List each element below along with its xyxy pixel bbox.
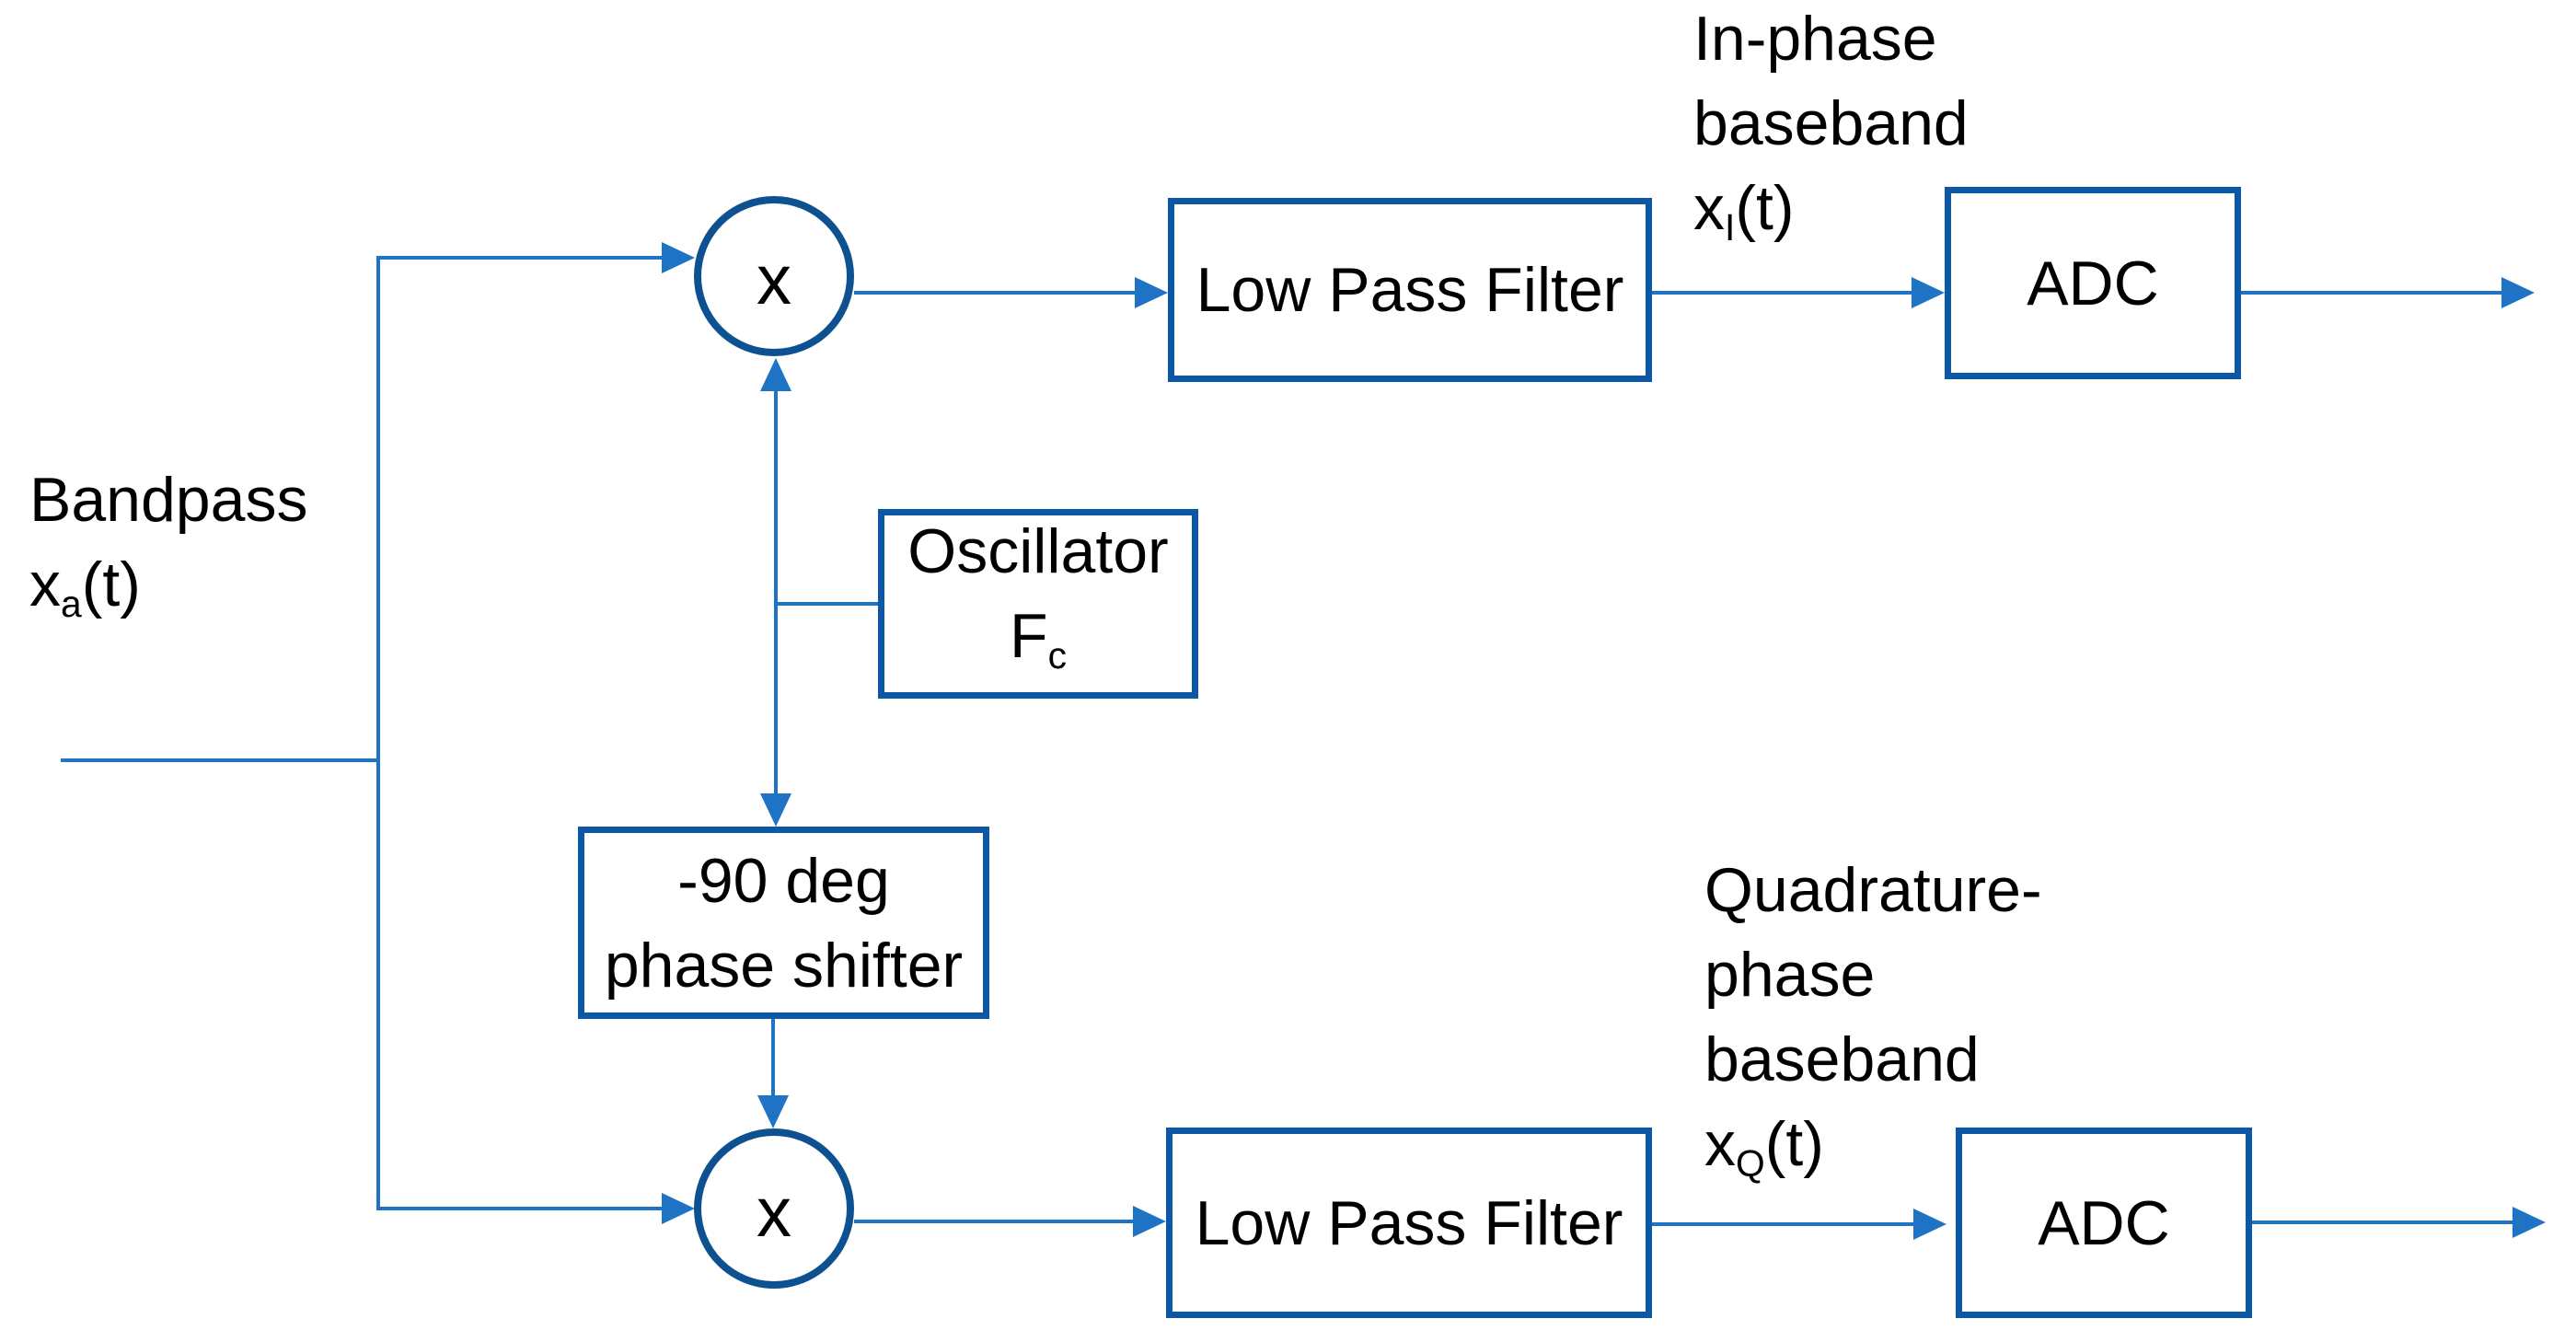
top-branch-line bbox=[378, 256, 665, 260]
in-phase-formula: xI(t) bbox=[1693, 173, 1795, 249]
oscillator-label-line1: Oscillator bbox=[907, 516, 1169, 587]
arrowhead-into-multiplier-bottom-top-icon bbox=[757, 1095, 789, 1128]
multiplier-top-circle: x bbox=[694, 196, 854, 356]
lpf-bottom-output-line bbox=[1652, 1222, 1916, 1226]
lpf-top-label: Low Pass Filter bbox=[1196, 255, 1624, 325]
adc-bottom-label: ADC bbox=[2038, 1187, 2170, 1258]
arrowhead-into-adc-bottom-icon bbox=[1913, 1209, 1946, 1240]
input-signal-label: Bandpass xa(t) bbox=[29, 457, 307, 646]
input-signal-formula: xa(t) bbox=[29, 550, 141, 626]
quadrature-line2: phase bbox=[1704, 940, 1876, 1010]
oscillator-frequency-label: Fc bbox=[1010, 601, 1067, 677]
arrowhead-into-multiplier-top-bottom-icon bbox=[760, 358, 791, 391]
lpf-top-box: Low Pass Filter bbox=[1168, 198, 1652, 382]
phase-shifter-box: -90 deg phase shifter bbox=[578, 827, 989, 1019]
arrowhead-into-multiplier-top-icon bbox=[662, 242, 695, 273]
phase-shifter-label-line2: phase shifter bbox=[604, 930, 964, 1001]
multiplier-bottom-output-line bbox=[854, 1220, 1136, 1223]
adc-top-label: ADC bbox=[2027, 248, 2159, 318]
phase-shifter-label-line1: -90 deg bbox=[677, 845, 890, 916]
quadrature-label-block: Quadrature- phase baseband xQ(t) bbox=[1704, 848, 2042, 1206]
arrowhead-into-lpf-bottom-icon bbox=[1133, 1206, 1166, 1237]
quadrature-formula: xQ(t) bbox=[1704, 1109, 1824, 1186]
lpf-bottom-box: Low Pass Filter bbox=[1166, 1128, 1652, 1318]
in-phase-line2: baseband bbox=[1693, 88, 1969, 158]
in-phase-line1: In-phase bbox=[1693, 4, 1937, 74]
phase-shifter-output-line bbox=[771, 1019, 775, 1097]
bottom-branch-line bbox=[378, 1207, 665, 1210]
arrowhead-into-multiplier-bottom-icon bbox=[662, 1193, 695, 1224]
arrowhead-into-adc-top-icon bbox=[1912, 277, 1945, 308]
quadrature-line1: Quadrature- bbox=[1704, 855, 2042, 925]
lpf-top-output-line bbox=[1652, 291, 1914, 295]
multiplier-bottom-symbol: x bbox=[757, 1174, 791, 1252]
multiplier-top-output-line bbox=[854, 291, 1138, 295]
arrowhead-into-phase-shifter-icon bbox=[760, 793, 791, 827]
arrowhead-output-top-icon bbox=[2501, 277, 2535, 308]
adc-bottom-output-line bbox=[2252, 1221, 2514, 1224]
oscillator-vertical-line bbox=[774, 389, 778, 795]
oscillator-box: Oscillator Fc bbox=[878, 509, 1198, 699]
arrowhead-into-lpf-top-icon bbox=[1135, 277, 1168, 308]
multiplier-top-symbol: x bbox=[757, 241, 791, 319]
in-phase-label-block: In-phase baseband xI(t) bbox=[1693, 0, 1969, 270]
adc-top-output-line bbox=[2241, 291, 2503, 295]
adc-bottom-box: ADC bbox=[1956, 1128, 2252, 1318]
multiplier-bottom-circle: x bbox=[694, 1128, 854, 1289]
input-line bbox=[61, 758, 378, 762]
trunk-line bbox=[376, 256, 380, 1210]
input-signal-label-line1: Bandpass bbox=[29, 465, 308, 535]
arrowhead-output-bottom-icon bbox=[2512, 1207, 2546, 1238]
quadrature-line3: baseband bbox=[1704, 1024, 1980, 1094]
oscillator-tap-line bbox=[776, 602, 880, 606]
lpf-bottom-label: Low Pass Filter bbox=[1195, 1187, 1623, 1258]
adc-top-box: ADC bbox=[1945, 187, 2241, 379]
